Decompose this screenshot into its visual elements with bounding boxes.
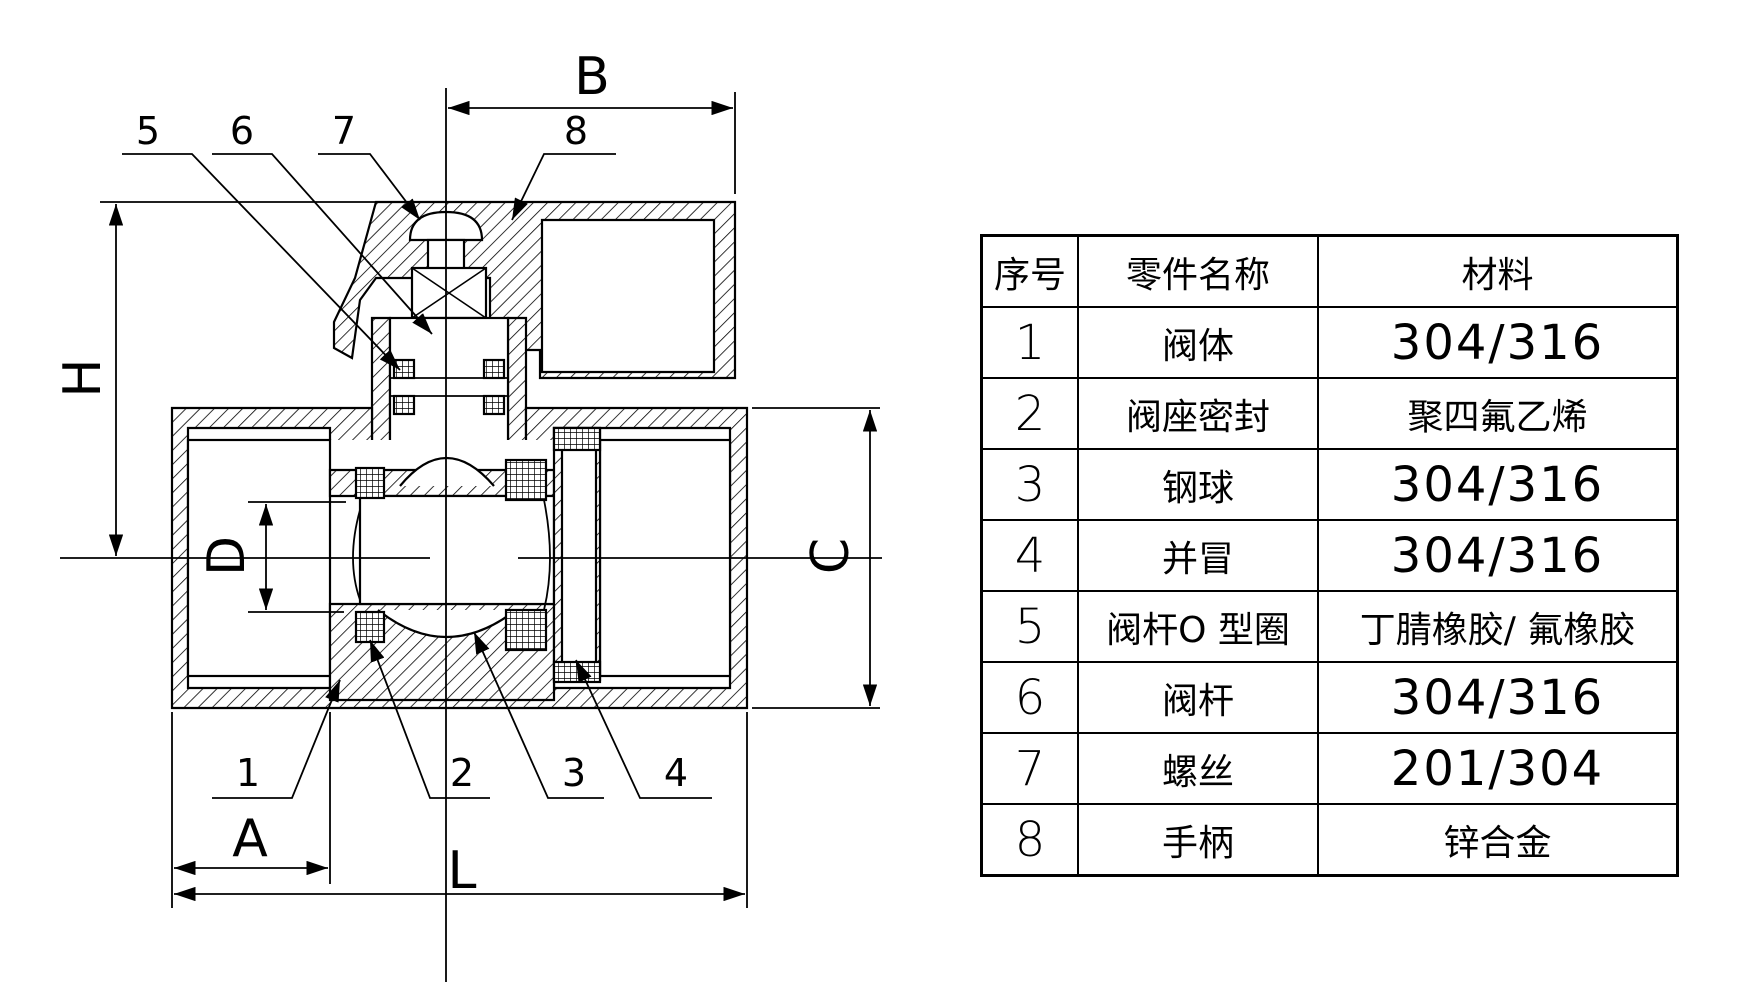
seat-seal-bottom-left xyxy=(354,610,386,644)
table-row: 4 并冒 304/316 xyxy=(980,519,1679,592)
row-material: 304/316 xyxy=(1317,519,1679,592)
leader-5 xyxy=(122,153,401,371)
leader-6 xyxy=(212,153,433,335)
row-part-name: 阀杆O 型圈 xyxy=(1077,590,1319,663)
header-material: 材料 xyxy=(1317,234,1679,308)
callout-2: 2 xyxy=(450,751,474,795)
header-number: 序号 xyxy=(980,234,1079,308)
leader-4 xyxy=(575,659,712,799)
row-material: 201/304 xyxy=(1317,732,1679,805)
callout-5: 5 xyxy=(136,109,160,153)
row-number: 4 xyxy=(980,519,1079,592)
o-ring-lower-right xyxy=(482,394,506,416)
row-number: 2 xyxy=(980,377,1079,450)
leader-1 xyxy=(212,679,341,799)
dim-label-B: B xyxy=(574,47,610,107)
callout-4: 4 xyxy=(664,751,688,795)
row-material: 聚四氟乙烯 xyxy=(1317,377,1679,450)
table-row: 8 手柄 锌合金 xyxy=(980,803,1679,877)
row-number: 5 xyxy=(980,590,1079,663)
row-number: 1 xyxy=(980,306,1079,379)
row-part-name: 钢球 xyxy=(1077,448,1319,521)
table-row: 6 阀杆 304/316 xyxy=(980,661,1679,734)
row-part-name: 螺丝 xyxy=(1077,732,1319,805)
row-part-name: 阀座密封 xyxy=(1077,377,1319,450)
callout-8: 8 xyxy=(564,109,588,153)
leader-8 xyxy=(511,153,616,221)
row-part-name: 并冒 xyxy=(1077,519,1319,592)
leader-2 xyxy=(369,639,490,799)
table-row: 5 阀杆O 型圈 丁腈橡胶/ 氟橡胶 xyxy=(980,590,1679,663)
row-material: 304/316 xyxy=(1317,306,1679,379)
row-number: 3 xyxy=(980,448,1079,521)
callout-6: 6 xyxy=(230,109,254,153)
row-material: 丁腈橡胶/ 氟橡胶 xyxy=(1317,590,1679,663)
leader-3 xyxy=(473,631,604,799)
row-material: 304/316 xyxy=(1317,661,1679,734)
row-number: 6 xyxy=(980,661,1079,734)
o-ring-upper-right xyxy=(482,358,506,380)
row-part-name: 手柄 xyxy=(1077,803,1319,877)
leader-7 xyxy=(318,153,421,221)
table-row: 2 阀座密封 聚四氟乙烯 xyxy=(980,377,1679,450)
header-part-name: 零件名称 xyxy=(1077,234,1319,308)
dim-label-L: L xyxy=(448,841,477,901)
table-row: 1 阀体 304/316 xyxy=(980,306,1679,379)
cap-nut-seal-bottom xyxy=(552,660,602,684)
row-number: 8 xyxy=(980,803,1079,877)
table-row: 3 钢球 304/316 xyxy=(980,448,1679,521)
o-ring-lower xyxy=(392,394,416,416)
callout-1: 1 xyxy=(236,751,260,795)
cap-nut-seal-top xyxy=(552,426,602,452)
dim-label-A: A xyxy=(232,809,268,869)
callout-3: 3 xyxy=(562,751,586,795)
row-part-name: 阀体 xyxy=(1077,306,1319,379)
row-material: 锌合金 xyxy=(1317,803,1679,877)
dim-label-C: C xyxy=(801,538,861,574)
row-number: 7 xyxy=(980,732,1079,805)
bill-of-materials-table: 序号 零件名称 材料 1 阀体 304/316 2 阀座密封 聚四氟乙烯 3 钢… xyxy=(980,234,1679,877)
dim-label-H: H xyxy=(53,358,113,397)
o-ring-upper xyxy=(392,358,416,380)
dim-label-D: D xyxy=(197,536,257,576)
row-material: 304/316 xyxy=(1317,448,1679,521)
table-row: 7 螺丝 201/304 xyxy=(980,732,1679,805)
seat-seal-top-right xyxy=(504,458,548,502)
callout-7: 7 xyxy=(332,109,356,153)
seat-seal-top-left xyxy=(354,466,386,500)
table-header-row: 序号 零件名称 材料 xyxy=(980,234,1679,308)
seat-seal-bottom-right xyxy=(504,608,548,652)
ball-bore xyxy=(358,494,556,606)
row-part-name: 阀杆 xyxy=(1077,661,1319,734)
